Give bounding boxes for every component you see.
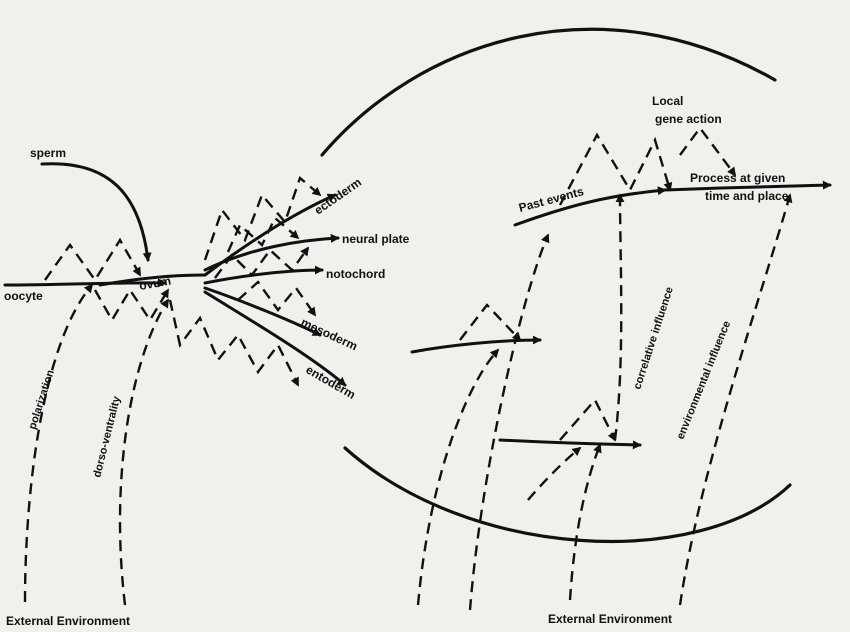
label-oocyte: oocyte: [4, 289, 43, 303]
label-correlative-influence: correlative influence: [631, 285, 675, 390]
label-past-events: Past events: [517, 184, 585, 215]
influence-arrow-4: [568, 443, 602, 601]
mid-input-line: [410, 335, 542, 354]
notochord-branch: [203, 265, 324, 285]
label-environmental-influence: environmental influence: [675, 319, 734, 441]
label-external-environment-left: External Environment: [6, 614, 130, 628]
label-process-line1: Process at given: [690, 171, 785, 185]
label-external-environment-right: External Environment: [548, 612, 672, 626]
zigzag-low: [559, 397, 617, 442]
label-local-gene-action-line2: gene action: [655, 112, 722, 126]
influence-arrow-2: [468, 233, 550, 611]
label-polarization: polarization: [26, 368, 57, 431]
environmental-influence-arrow: [678, 193, 793, 606]
label-notochord: notochord: [326, 267, 385, 281]
ovum-line: [98, 273, 207, 287]
zigzag-neural-plate: [226, 216, 300, 253]
past-events-line: [513, 186, 667, 227]
zigzag-past-events: [558, 132, 673, 206]
influence-arrow-1: [416, 348, 500, 606]
mesoderm-branch: [203, 286, 322, 337]
zigzag-entoderm: [168, 299, 300, 387]
zigzag-oocyte: [44, 237, 142, 283]
label-ectoderm: ectoderm: [312, 175, 364, 217]
correlative-influence-arrow: [613, 193, 625, 441]
label-sperm: sperm: [30, 146, 66, 160]
zigzag-notochord: [214, 246, 310, 279]
local-gene-action-arrow: [679, 125, 737, 177]
label-ovum: ovum: [138, 274, 172, 293]
label-neural-plate: neural plate: [342, 232, 410, 246]
low-input-line: [498, 438, 642, 450]
zigzag-mid: [459, 303, 522, 342]
zigzag-ovum-lower: [93, 287, 170, 323]
dorso-ventrality-arrow: [118, 298, 170, 606]
label-entoderm: entoderm: [304, 362, 358, 401]
entoderm-branch: [203, 290, 347, 387]
label-process-line2: time and place: [705, 189, 789, 203]
zigzag-ectoderm: [203, 175, 322, 261]
bottom-connecting-arc: [343, 446, 792, 544]
label-mesoderm: mesoderm: [299, 315, 360, 353]
sperm-path: [40, 162, 152, 262]
zigzag-mesoderm: [237, 280, 317, 317]
influence-arrow-3: [527, 446, 582, 501]
polarization-arrow: [23, 283, 94, 603]
process-line: [663, 180, 832, 192]
top-connecting-arc: [320, 27, 777, 157]
neural-plate-branch: [203, 233, 340, 272]
label-local-gene-action-line1: Local: [652, 94, 683, 108]
label-dorso-ventrality: dorso-ventrality: [91, 394, 123, 478]
oocyte-line: [3, 278, 167, 288]
